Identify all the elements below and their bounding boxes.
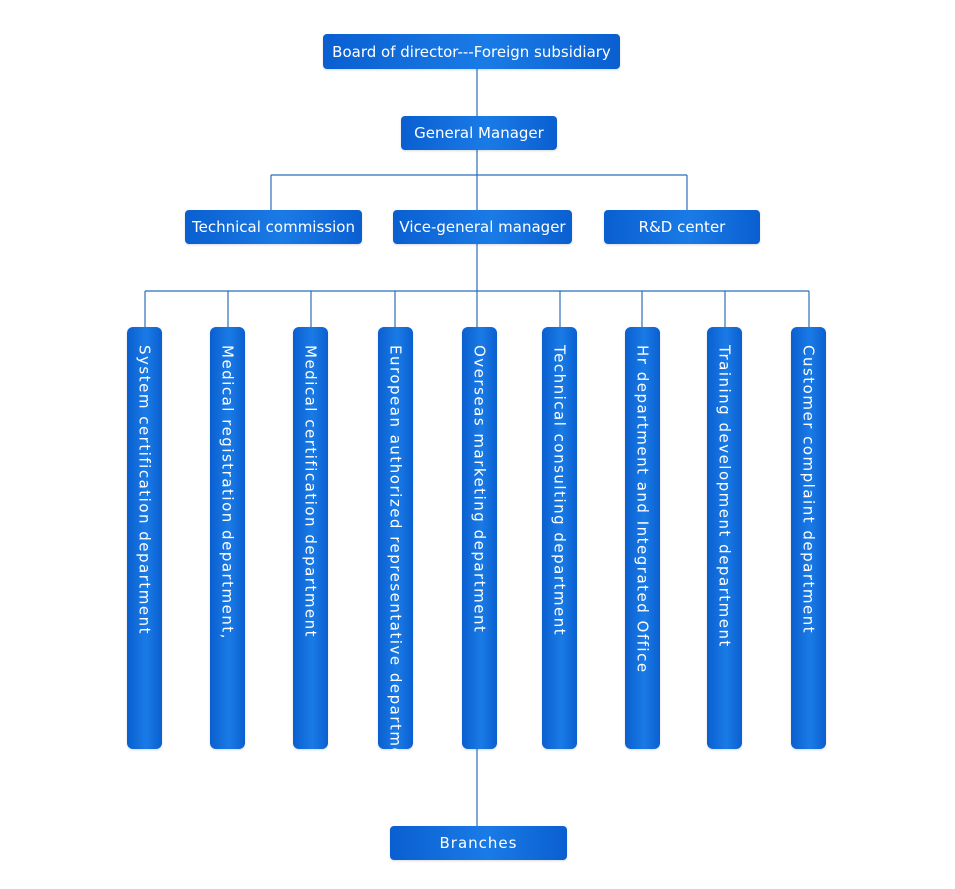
vice-general-manager-label: Vice-general manager [399,218,566,236]
department-box-hr-integrated-office: Hr department and Integrated Office [625,327,660,749]
general-manager-box: General Manager [401,116,557,150]
board-of-director-label: Board of director---Foreign subsidiary [332,42,611,61]
department-label: Technical consulting department [550,345,569,637]
department-box-medical-registration: Medical registration department, [210,327,245,749]
general-manager-label: General Manager [414,124,544,142]
board-of-director-box: Board of director---Foreign subsidiary [323,34,620,69]
department-box-overseas-marketing: Overseas marketing department [462,327,497,749]
department-box-training-development: Training development department [707,327,742,749]
department-label: System certification department [135,345,154,636]
technical-commission-label: Technical commission [192,218,355,236]
branches-box: Branches [390,826,567,860]
department-box-customer-complaint: Customer complaint department [791,327,826,749]
department-box-european-authorized-representative: European authorized representative depar… [378,327,413,777]
rd-center-box: R&D center [604,210,760,244]
department-label: Customer complaint department [799,345,818,635]
department-label: Training development department [715,345,734,648]
department-label: Medical registration department, [218,345,237,641]
department-label: Overseas marketing department [470,345,489,634]
department-label: Hr department and Integrated Office [633,345,652,674]
department-box-technical-consulting: Technical consulting department [542,327,577,749]
branches-label: Branches [439,834,518,852]
department-label: Medical certification department [301,345,320,639]
technical-commission-box: Technical commission [185,210,362,244]
vice-general-manager-box: Vice-general manager [393,210,572,244]
department-box-medical-certification: Medical certification department [293,327,328,749]
department-box-system-certification: System certification department [127,327,162,749]
department-label: European authorized representative depar… [386,345,405,777]
rd-center-label: R&D center [638,218,726,236]
